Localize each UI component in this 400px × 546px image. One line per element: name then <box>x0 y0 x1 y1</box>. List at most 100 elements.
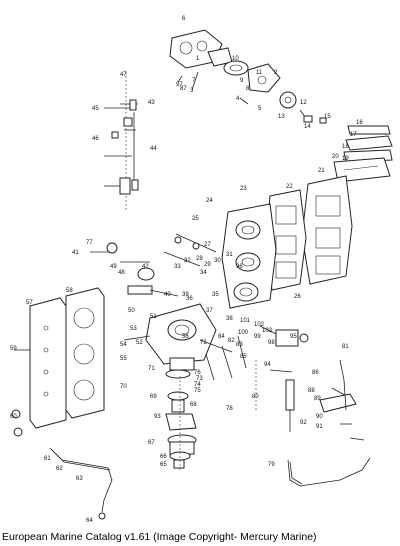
callout-30: 30 <box>214 258 221 264</box>
callout-16: 16 <box>356 120 363 126</box>
callout-6: 6 <box>182 16 186 22</box>
callout-1: 1 <box>196 56 200 62</box>
callout-96: 96 <box>236 264 243 270</box>
callout-78: 78 <box>226 406 233 412</box>
callout-62: 62 <box>56 466 63 472</box>
float-bowl-stack <box>165 376 197 470</box>
callout-41: 41 <box>72 250 79 256</box>
callout-33: 33 <box>174 264 181 270</box>
reed-plates <box>333 125 393 183</box>
linkage-rod-assembly <box>104 72 139 210</box>
carburetor-adapter <box>221 203 277 309</box>
exploded-parts-diagram: 1 2 3 4 5 6 7 8 9 10 11 12 13 14 15 16 1… <box>10 16 393 524</box>
callout-86: 86 <box>312 370 319 376</box>
callout-3: 3 <box>190 88 194 94</box>
callout-22: 22 <box>286 184 293 190</box>
callout-97: 97 <box>176 82 183 88</box>
callout-labels: 1 2 3 4 5 6 7 8 9 10 11 12 13 14 15 16 1… <box>10 16 363 524</box>
callout-36: 36 <box>186 296 193 302</box>
throttle-linkage <box>90 233 217 297</box>
callout-73: 73 <box>196 376 203 382</box>
callout-12: 12 <box>300 100 307 106</box>
fuel-pump-assembly <box>169 29 327 124</box>
callout-5: 5 <box>258 106 262 112</box>
callout-24: 24 <box>206 198 213 204</box>
callout-38: 38 <box>226 316 233 322</box>
callout-4: 4 <box>236 96 240 102</box>
callout-74: 74 <box>194 382 201 388</box>
callout-99: 99 <box>254 334 261 340</box>
callout-8: 8 <box>246 86 250 92</box>
callout-21: 21 <box>318 168 325 174</box>
choke-assembly <box>205 325 365 441</box>
callout-37: 37 <box>206 308 213 314</box>
callout-31: 31 <box>226 252 233 258</box>
callout-103: 103 <box>262 328 273 334</box>
carburetor-body <box>123 303 233 379</box>
callout-20: 20 <box>332 154 339 160</box>
callout-15: 15 <box>324 114 331 120</box>
callout-93: 93 <box>154 414 161 420</box>
callout-19: 19 <box>342 156 349 162</box>
fuel-line-bottom <box>49 359 371 520</box>
callout-65: 65 <box>160 462 167 468</box>
callout-98: 98 <box>268 340 275 346</box>
callout-46: 46 <box>92 136 99 142</box>
callout-68: 68 <box>190 402 197 408</box>
callout-32: 32 <box>184 258 191 264</box>
callout-91: 91 <box>316 424 323 430</box>
callout-58: 58 <box>66 288 73 294</box>
callout-50: 50 <box>128 308 135 314</box>
callout-70: 70 <box>120 384 127 390</box>
callout-63: 63 <box>76 476 83 482</box>
callout-92: 92 <box>300 420 307 426</box>
callout-79: 79 <box>268 462 275 468</box>
callout-101: 101 <box>240 318 251 324</box>
callout-39: 39 <box>182 292 189 298</box>
diagram-caption: European Marine Catalog v1.61 (Image Cop… <box>2 531 317 543</box>
callout-55: 55 <box>120 356 127 362</box>
callout-100: 100 <box>238 330 249 336</box>
callout-35: 35 <box>212 292 219 298</box>
callout-56: 56 <box>182 334 189 340</box>
callout-64: 64 <box>86 518 93 524</box>
callout-54: 54 <box>120 342 127 348</box>
callout-52: 52 <box>136 340 143 346</box>
callout-61: 61 <box>44 456 51 462</box>
callout-66: 66 <box>160 454 167 460</box>
callout-10: 10 <box>232 56 239 62</box>
callout-40: 40 <box>164 292 171 298</box>
callout-29: 29 <box>204 262 211 268</box>
callout-43: 43 <box>148 100 155 106</box>
callout-76: 76 <box>194 370 201 376</box>
callout-42: 42 <box>142 264 149 270</box>
callout-28: 28 <box>196 256 203 262</box>
callout-71: 71 <box>148 366 155 372</box>
callout-23: 23 <box>240 186 247 192</box>
callout-49: 49 <box>110 264 117 270</box>
callout-13: 13 <box>278 114 285 120</box>
callout-14: 14 <box>304 124 311 130</box>
callout-25: 25 <box>192 216 199 222</box>
callout-44: 44 <box>150 146 157 152</box>
callout-67: 67 <box>148 440 155 446</box>
callout-57: 57 <box>26 300 33 306</box>
callout-90: 90 <box>316 414 323 420</box>
callout-17: 17 <box>350 132 357 138</box>
callout-11: 11 <box>256 70 263 76</box>
callout-94: 94 <box>264 362 271 368</box>
intake-manifold <box>265 175 353 291</box>
callout-81: 81 <box>342 344 349 350</box>
callout-87: 87 <box>180 86 187 92</box>
callout-75: 75 <box>194 388 201 394</box>
callout-51: 51 <box>150 314 157 320</box>
callout-82: 82 <box>228 338 235 344</box>
callout-34: 34 <box>200 270 207 276</box>
callout-53: 53 <box>130 326 137 332</box>
callout-84: 84 <box>218 334 225 340</box>
callout-102: 102 <box>254 322 265 328</box>
callout-60: 60 <box>10 414 17 420</box>
callout-9: 9 <box>240 78 244 84</box>
callout-45: 45 <box>92 106 99 112</box>
callout-89: 89 <box>314 396 321 402</box>
